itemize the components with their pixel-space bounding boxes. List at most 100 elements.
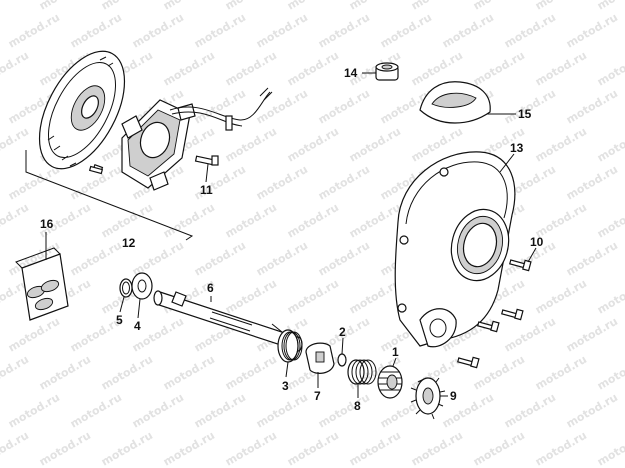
callout-1: 1 (392, 345, 399, 359)
watermark-text: motod.ru (285, 201, 341, 241)
watermark-text: motod.ru (99, 201, 155, 241)
watermark-text: motod.ru (68, 11, 124, 51)
callout-10: 10 (530, 235, 544, 249)
watermark-text: motod.ru (130, 11, 186, 51)
cover-13-part (394, 151, 516, 348)
watermark-text: motod.ru (130, 391, 186, 431)
watermark-text: motod.ru (440, 391, 496, 431)
callout-11: 11 (200, 183, 213, 197)
screw-11-part (194, 155, 219, 166)
watermark-text: motod.ru (254, 87, 310, 127)
callout-15: 15 (518, 107, 532, 121)
watermark-text: motod.ru (595, 0, 625, 13)
callout-labels: 14 15 13 10 11 12 16 5 4 6 3 7 2 8 1 9 (40, 66, 544, 413)
watermark-text: motod.ru (68, 391, 124, 431)
watermark-text: motod.ru (533, 125, 589, 165)
callout-6: 6 (207, 281, 214, 295)
watermark-text: motod.ru (223, 201, 279, 241)
watermark-text: motod.ru (316, 239, 372, 279)
watermark-text: motod.ru (285, 429, 341, 468)
watermark-text: motod.ru (471, 49, 527, 89)
spring-3-part (271, 323, 303, 363)
watermark-text: motod.ru (533, 277, 589, 317)
watermark-text: motod.ru (99, 353, 155, 393)
watermark-text: motod.ru (347, 201, 403, 241)
callout-8: 8 (354, 399, 361, 413)
watermark-text: motod.ru (316, 163, 372, 203)
watermark-text: motod.ru (0, 0, 31, 13)
screw-cover-a-part (501, 308, 524, 321)
watermark-text: motod.ru (533, 49, 589, 89)
nut-14-part (375, 62, 399, 81)
watermark-text: motod.ru (223, 125, 279, 165)
watermark-text: motod.ru (471, 429, 527, 468)
watermark-text: motod.ru (595, 277, 625, 317)
watermark-text: motod.ru (409, 0, 465, 13)
watermark-text: motod.ru (192, 11, 248, 51)
watermark-text: motod.ru (192, 391, 248, 431)
watermark-text: motod.ru (6, 391, 62, 431)
callout-14: 14 (344, 66, 358, 80)
watermark-text: motod.ru (223, 49, 279, 89)
watermark-text: motod.ru (409, 429, 465, 468)
spring-8-part (347, 359, 377, 385)
watermark-text: motod.ru (130, 239, 186, 279)
callout-5: 5 (116, 313, 123, 327)
watermark-text: motod.ru (564, 391, 620, 431)
washer-2-part (337, 353, 347, 367)
watermark-text: motod.ru (595, 49, 625, 89)
watermark-text: motod.ru (254, 163, 310, 203)
screw-cover-b-part (477, 320, 500, 333)
watermark-text: motod.ru (0, 49, 31, 89)
watermark-text: motod.ru (161, 0, 217, 13)
watermark-text: motod.ru (316, 87, 372, 127)
screw-cover-c-part (457, 356, 480, 369)
watermark-text: motod.ru (161, 49, 217, 89)
watermark-text: motod.ru (68, 239, 124, 279)
watermark-text: motod.ru (595, 353, 625, 393)
watermark-text: motod.ru (316, 11, 372, 51)
watermark-text: motod.ru (0, 353, 31, 393)
callout-16: 16 (40, 217, 54, 231)
cap-15-part (419, 81, 491, 124)
watermark-text: motod.ru (564, 239, 620, 279)
watermark-text: motod.ru (347, 0, 403, 13)
watermark-text: motod.ru (37, 353, 93, 393)
watermark-text: motod.ru (192, 239, 248, 279)
callout-4: 4 (134, 319, 141, 333)
callout-12: 12 (122, 236, 136, 250)
watermark-text: motod.ru (0, 201, 31, 241)
watermark-text: motod.ru (254, 391, 310, 431)
plate-7-part (305, 342, 335, 374)
watermark-text: motod.ru (37, 429, 93, 468)
leader-lines (45, 72, 537, 398)
washer-4-part (131, 272, 153, 300)
watermark-text: motod.ru (223, 429, 279, 468)
callout-9: 9 (450, 389, 457, 403)
watermark-text: motod.ru (347, 125, 403, 165)
watermark-text: motod.ru (533, 353, 589, 393)
watermark-text: motod.ru (595, 125, 625, 165)
gear-1-part (377, 365, 403, 399)
watermark-text: motod.ru (440, 11, 496, 51)
watermark-text: motod.ru (533, 0, 589, 13)
watermark-text: motod.ru (285, 49, 341, 89)
watermark-text: motod.ru (502, 11, 558, 51)
watermark-text: motod.ru (161, 429, 217, 468)
group-bracket-12 (25, 150, 194, 241)
watermark-text: motod.ru (223, 277, 279, 317)
watermark-text: motod.ru (564, 315, 620, 355)
watermark-text: motod.ru (347, 277, 403, 317)
screw-plate-part (88, 165, 104, 175)
stator-plate-part (38, 50, 126, 173)
watermark-text: motod.ru (161, 353, 217, 393)
watermark-text: motod.ru (99, 429, 155, 468)
watermark-text: motod.ru (347, 429, 403, 468)
screw-10-part (509, 259, 532, 272)
watermark-text: motod.ru (0, 429, 31, 468)
watermark-text: motod.ru (378, 11, 434, 51)
watermark-text: motod.ru (533, 429, 589, 468)
watermark-text: motod.ru (99, 0, 155, 13)
callout-7: 7 (314, 389, 321, 403)
callout-2: 2 (339, 325, 346, 339)
